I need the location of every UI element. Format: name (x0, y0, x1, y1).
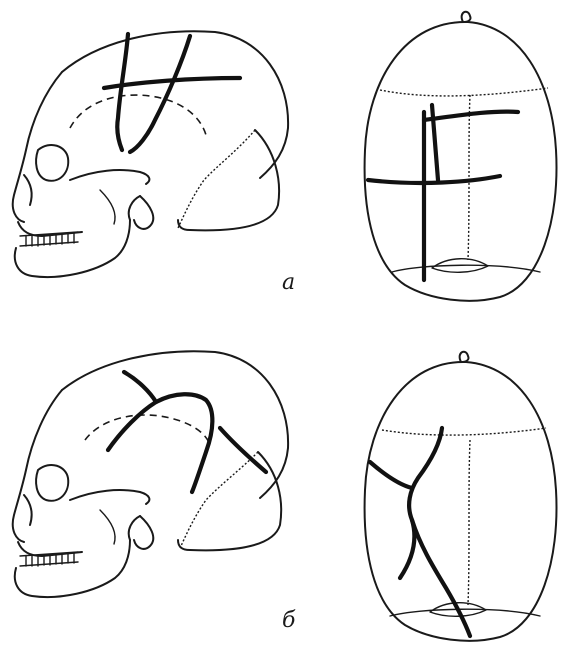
panel-a-top-skull (365, 12, 557, 301)
panel-a-lateral-skull (13, 31, 288, 277)
panel-b-lateral-skull (13, 351, 288, 597)
panel-a-label: а (282, 270, 295, 295)
panel-b-label: б (282, 608, 295, 633)
panel-b-top-skull (365, 352, 557, 641)
